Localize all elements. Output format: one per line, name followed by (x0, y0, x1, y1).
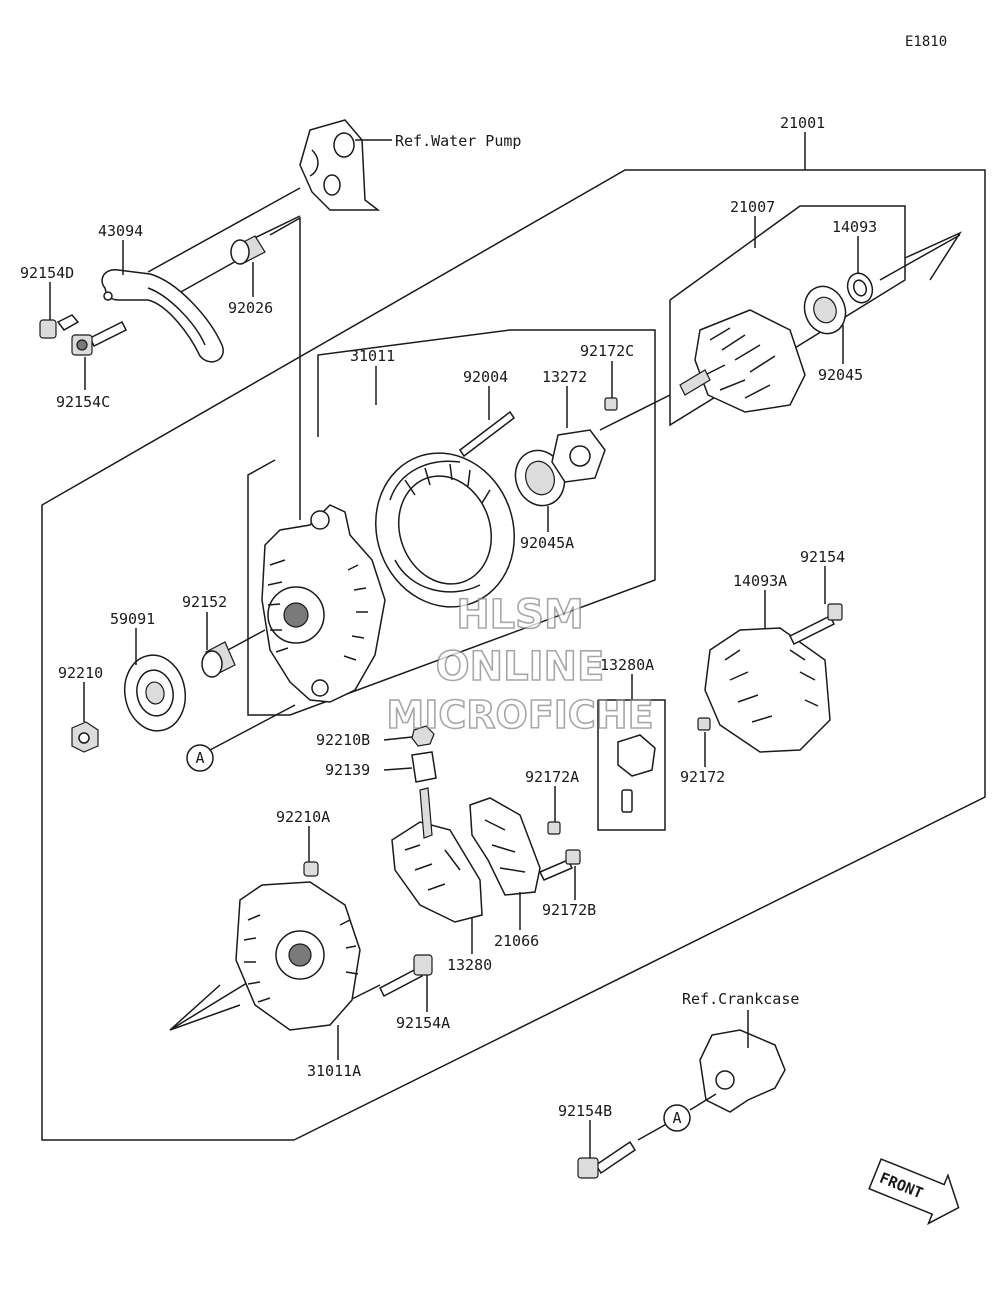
axis-line-pulley (209, 704, 296, 751)
frame-31011 (247, 329, 656, 716)
part-label-21066: 21066 (494, 932, 539, 950)
bearing-92045A-part (514, 449, 566, 507)
watermark: HLSM ONLINE MICROFICHE (386, 591, 655, 738)
spacer-92139-part (411, 751, 437, 783)
part-label-92210: 92210 (58, 664, 103, 682)
part-label-92154D: 92154D (20, 264, 74, 282)
stud-92004-part (458, 410, 516, 458)
ref-water-pump-label: Ref.Water Pump (395, 132, 521, 150)
svg-text:MICROFICHE: MICROFICHE (386, 693, 653, 737)
nut-92210-part (71, 721, 99, 753)
part-label-14093: 14093 (832, 218, 877, 236)
bolt-92154A-part (379, 954, 433, 998)
nut-92210A-part (303, 861, 319, 877)
part-label-92154B: 92154B (558, 1102, 612, 1120)
bolt-92154-part (788, 603, 843, 646)
part-label-92139: 92139 (325, 761, 370, 779)
regulator-21066-part (469, 797, 541, 896)
ref-crankcase-label: Ref.Crankcase (682, 990, 799, 1008)
rear-cover-14093A-part (704, 627, 831, 753)
part-label-21007: 21007 (730, 198, 775, 216)
axis-line-rear (169, 974, 261, 1031)
svg-text:A: A (672, 1109, 681, 1127)
svg-text:HLSM: HLSM (456, 592, 584, 638)
stator-part (375, 452, 515, 608)
part-label-92172C: 92172C (580, 342, 634, 360)
bolt-axis-92154C (269, 216, 301, 520)
part-label-92026: 92026 (228, 299, 273, 317)
frame-21007 (669, 205, 906, 427)
part-label-92045A: 92045A (520, 534, 574, 552)
part-label-21001: 21001 (780, 114, 825, 132)
frame-21001 (41, 169, 986, 1141)
bearing-92045-part (803, 285, 847, 335)
axis-line-92154B (637, 1121, 671, 1141)
part-label-92004: 92004 (463, 368, 508, 386)
part-label-92152: 92152 (182, 593, 227, 611)
axis-arrow-top (904, 231, 962, 281)
callout-a-left: A (186, 744, 214, 772)
part-label-92154: 92154 (800, 548, 845, 566)
part-label-92045: 92045 (818, 366, 863, 384)
bolt-92154B-part (577, 1140, 637, 1179)
rear-housing-31011A-part (235, 881, 361, 1031)
brush-holder-13280A-part (617, 734, 656, 813)
nut-92210B-part (411, 725, 435, 747)
axis-line-92154A (349, 984, 381, 1001)
rotor-21007-part (679, 309, 806, 413)
screw-92172C-part (604, 397, 618, 411)
rectifier-13280-part (391, 787, 483, 923)
part-label-92210A: 92210A (276, 808, 330, 826)
leader-lines (49, 132, 859, 1158)
frame-13280A (597, 699, 666, 831)
collar-92152-part (201, 641, 236, 678)
part-label-31011: 31011 (350, 347, 395, 365)
collar-92026-part (230, 235, 266, 265)
front-housing-31011-part (261, 504, 386, 703)
svg-text:A: A (195, 749, 204, 767)
screw-92172-part (697, 717, 711, 731)
axis-line-top (879, 234, 961, 281)
bracket-line-a (147, 187, 301, 273)
bracket-43094-part (101, 269, 224, 363)
water-pump-ref-part (299, 119, 381, 211)
front-arrow-icon: FRONT (868, 1158, 960, 1226)
part-label-92172A: 92172A (525, 768, 579, 786)
part-label-92172B: 92172B (542, 901, 596, 919)
pulley-59091-part (123, 654, 187, 732)
part-label-59091: 59091 (110, 610, 155, 628)
part-label-92172: 92172 (680, 768, 725, 786)
screw-92172A-part (547, 821, 561, 835)
part-label-92154A: 92154A (396, 1014, 450, 1032)
part-label-13280A: 13280A (600, 656, 654, 674)
callout-a-bottom: A (663, 1104, 691, 1132)
bolt-92172B-part (538, 849, 581, 881)
bolt-92154D-part (39, 314, 80, 339)
part-label-92210B: 92210B (316, 731, 370, 749)
svg-text:ONLINE: ONLINE (436, 644, 605, 690)
part-label-13280: 13280 (447, 956, 492, 974)
plate-13272-part (551, 429, 606, 483)
axis-line-crankcase (689, 1093, 717, 1111)
axis-line-main (599, 394, 671, 431)
crankcase-ref-part (699, 1029, 786, 1113)
part-label-92154C: 92154C (56, 393, 110, 411)
axis-line-housing (227, 629, 266, 651)
part-label-43094: 43094 (98, 222, 143, 240)
part-label-13272: 13272 (542, 368, 587, 386)
part-label-14093A: 14093A (733, 572, 787, 590)
part-label-31011A: 31011A (307, 1062, 361, 1080)
diagram-code: E1810 (905, 34, 947, 50)
washer-14093-part (846, 272, 874, 304)
bolt-92154C-part (71, 320, 128, 356)
